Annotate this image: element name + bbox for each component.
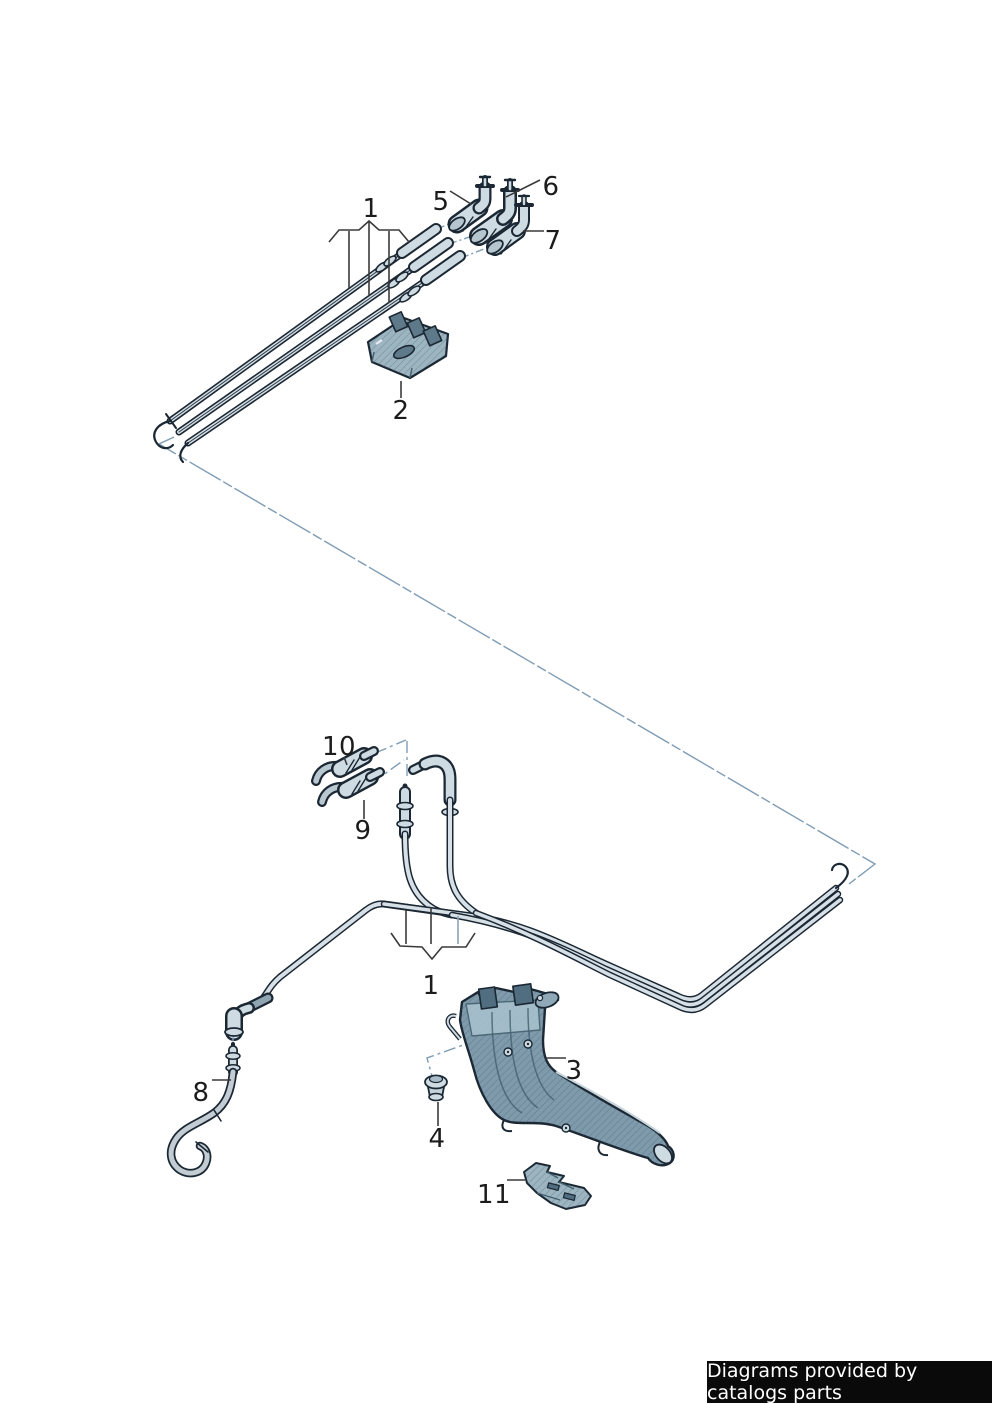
protective-channel-part [445, 983, 675, 1167]
bundle-end-curl [153, 413, 190, 464]
footer-attribution-bar: Diagrams provided by catalogs parts [707, 1360, 992, 1404]
vertical-hose-left [396, 783, 456, 919]
fuel-hose-8 [166, 992, 274, 1178]
callout-11[interactable]: 11 [476, 1180, 512, 1210]
fuel-line-bundle-bottom [258, 862, 849, 1014]
callout-5[interactable]: 5 [432, 187, 450, 217]
callout-2[interactable]: 2 [392, 396, 410, 426]
callout-6[interactable]: 6 [542, 172, 560, 202]
fuel-line-bundle-top [153, 223, 466, 464]
callout-9[interactable]: 9 [354, 816, 372, 846]
pipe-fittings [375, 223, 466, 303]
callout-10[interactable]: 10 [321, 732, 357, 762]
callout-1-bottom[interactable]: 1 [422, 971, 440, 1001]
callout-3[interactable]: 3 [565, 1056, 583, 1086]
retaining-clip-part [366, 311, 450, 380]
elbow-connector-10 [311, 746, 379, 786]
elbow-connector-7 [486, 194, 534, 256]
vertical-hose-right [408, 754, 480, 917]
grommet-part [424, 1074, 448, 1102]
callout-4[interactable]: 4 [428, 1124, 446, 1154]
elbow-connector-6 [469, 178, 520, 246]
callout-leaders [212, 179, 566, 1181]
elbow-connector-9 [317, 767, 385, 807]
footer-attribution-text: Diagrams provided by catalogs parts [707, 1360, 918, 1404]
callout-7[interactable]: 7 [544, 226, 562, 256]
elbow-connector-5 [447, 175, 495, 234]
bracket-11-part [523, 1162, 592, 1210]
callout-8[interactable]: 8 [192, 1078, 210, 1108]
callout-1-top[interactable]: 1 [362, 194, 380, 224]
